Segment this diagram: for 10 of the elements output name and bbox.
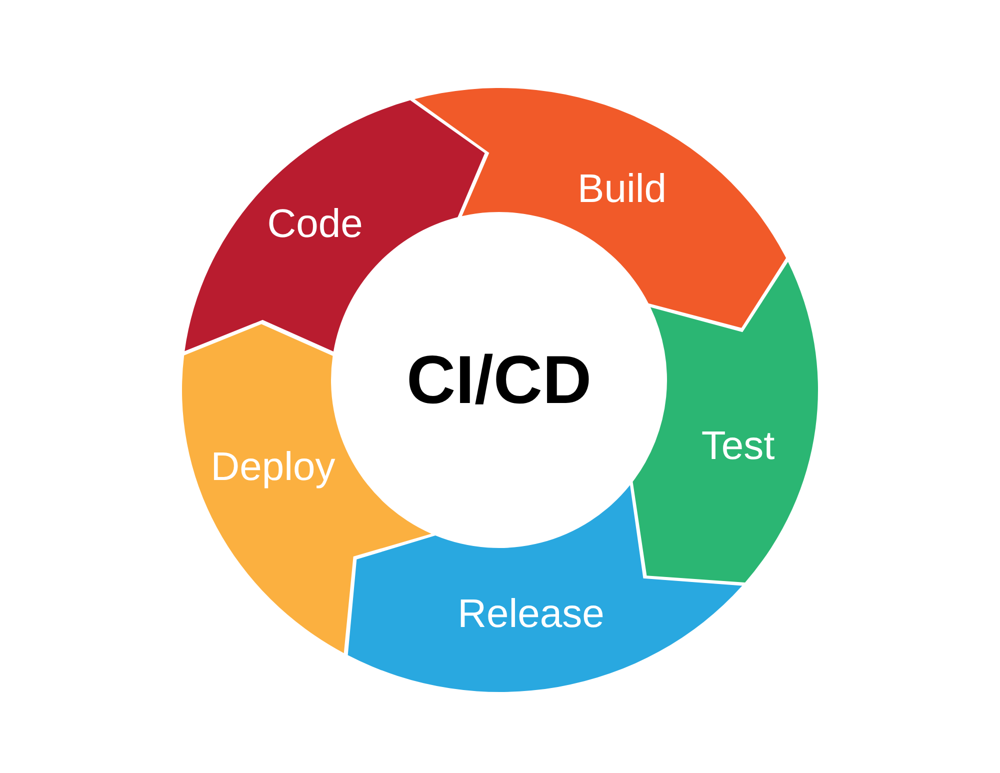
cycle-arrow-segment xyxy=(347,485,743,692)
stage-label: Code xyxy=(267,204,363,244)
cycle-arrow-segment xyxy=(414,88,787,328)
stage-label: Build xyxy=(578,169,666,209)
cycle-arrow-segment xyxy=(632,261,818,583)
stage-label: Release xyxy=(458,594,604,634)
center-title: CI/CD xyxy=(406,346,592,414)
stage-label: Deploy xyxy=(210,447,336,487)
stage-label: Test xyxy=(701,426,775,466)
cycle-arrow-segment xyxy=(184,100,485,352)
